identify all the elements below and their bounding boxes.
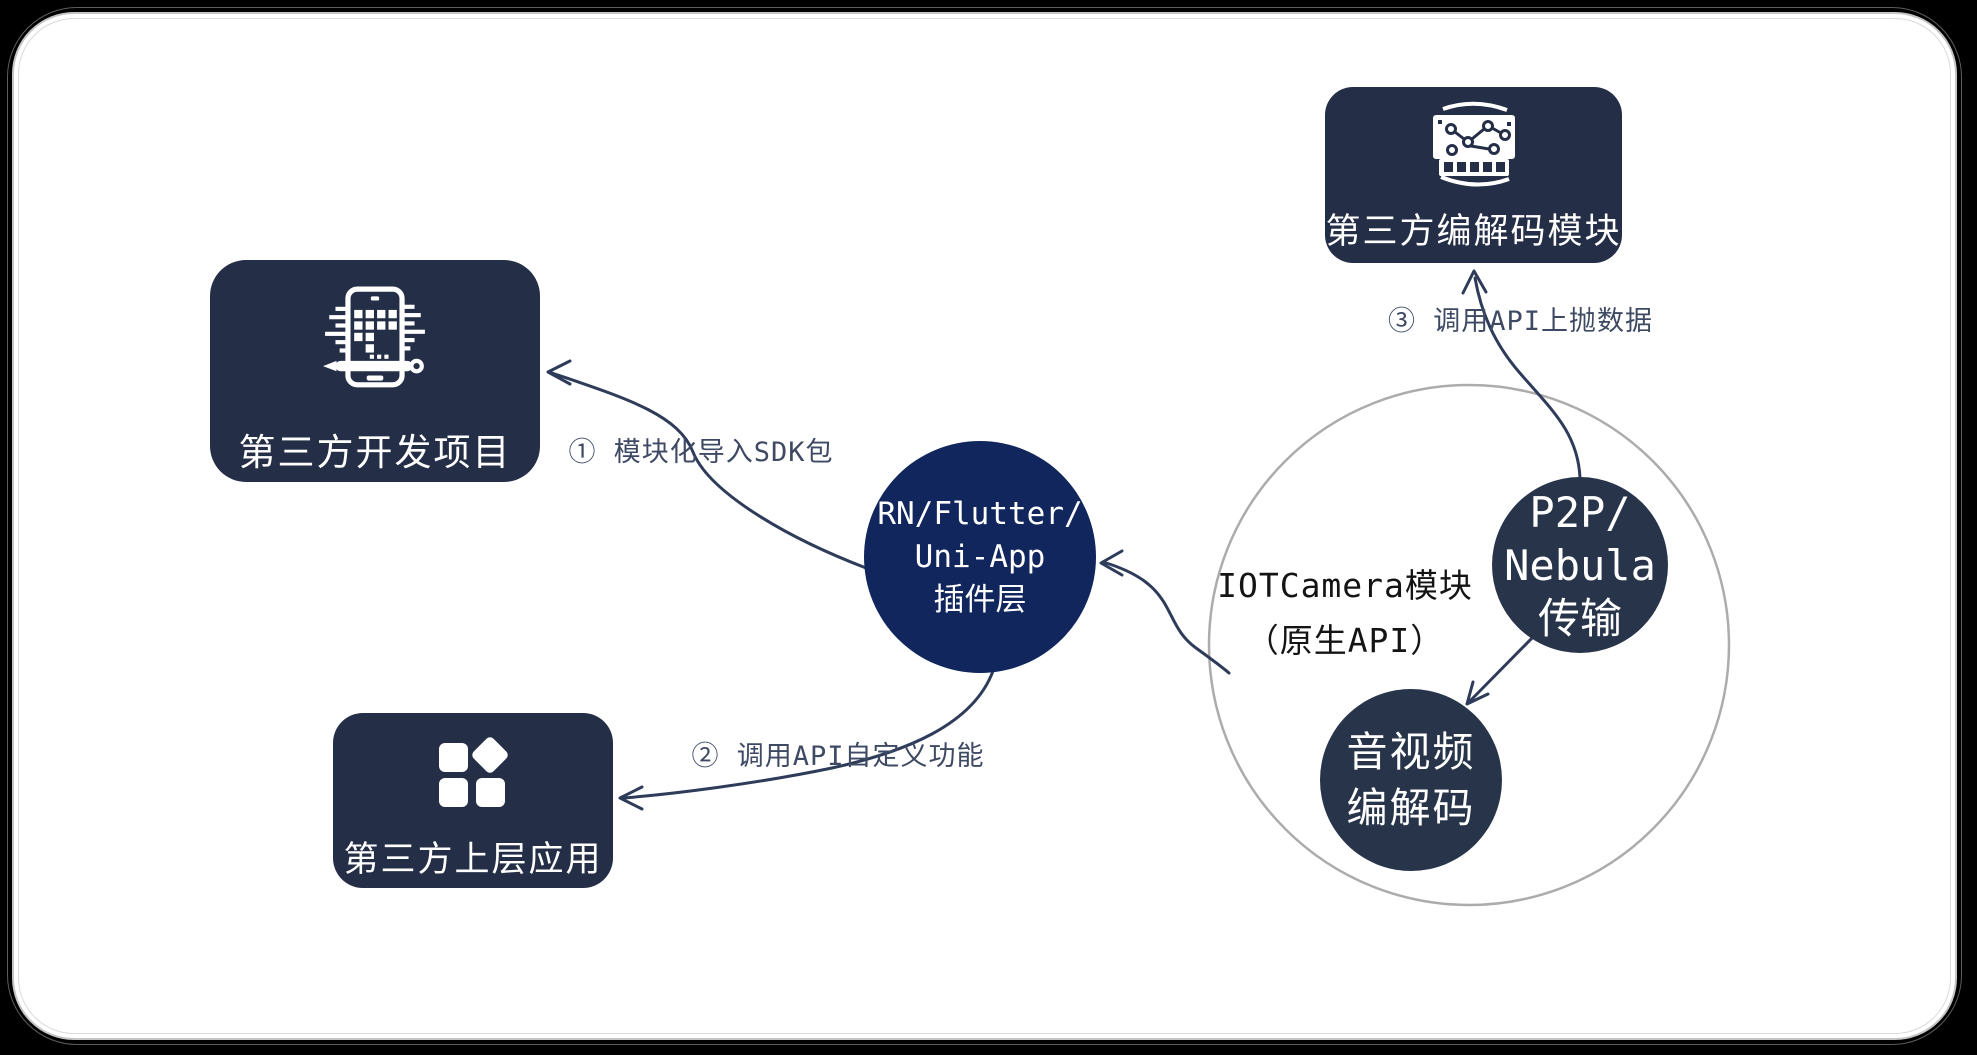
plugin-line-3: 插件层 <box>933 581 1027 618</box>
dev-project-label: 第三方开发项目 <box>238 431 512 474</box>
iot-module-line-2: （原生API） <box>1245 621 1445 660</box>
codec-chip-icon <box>1325 99 1622 191</box>
edge-label-2: ② 调用API自定义功能 <box>691 741 985 772</box>
plugin-line-1: RN/Flutter/ <box>877 495 1083 532</box>
iot-module-label: IOTCamera模块 （原生API） <box>1205 558 1485 668</box>
edge-label-1: ① 模块化导入SDK包 <box>568 437 834 468</box>
iot-module-line-1: IOTCamera模块 <box>1217 566 1473 605</box>
apps-icon <box>333 735 613 815</box>
upper-app-box: 第三方上层应用 <box>333 713 613 888</box>
p2p-line-3: 传输 <box>1537 593 1622 643</box>
mobile-dev-icon <box>210 286 540 390</box>
edge-label-3: ③ 调用API上抛数据 <box>1387 306 1654 337</box>
av-line-1: 音视频 <box>1346 728 1476 776</box>
codec-module-box: 第三方编解码模块 <box>1325 87 1622 263</box>
p2p-line-2: Nebula <box>1504 540 1656 590</box>
plugin-line-2: Uni-App <box>914 538 1046 575</box>
plugin-layer-circle: RN/Flutter/ Uni-App 插件层 <box>864 441 1096 673</box>
p2p-nebula-circle: P2P/ Nebula 传输 <box>1492 477 1668 653</box>
dev-project-box: 第三方开发项目 <box>210 260 540 482</box>
av-codec-circle: 音视频 编解码 <box>1320 689 1502 871</box>
p2p-line-1: P2P/ <box>1529 487 1631 537</box>
av-line-2: 编解码 <box>1346 784 1476 832</box>
upper-app-label: 第三方上层应用 <box>343 840 603 880</box>
codec-module-label: 第三方编解码模块 <box>1325 212 1622 252</box>
